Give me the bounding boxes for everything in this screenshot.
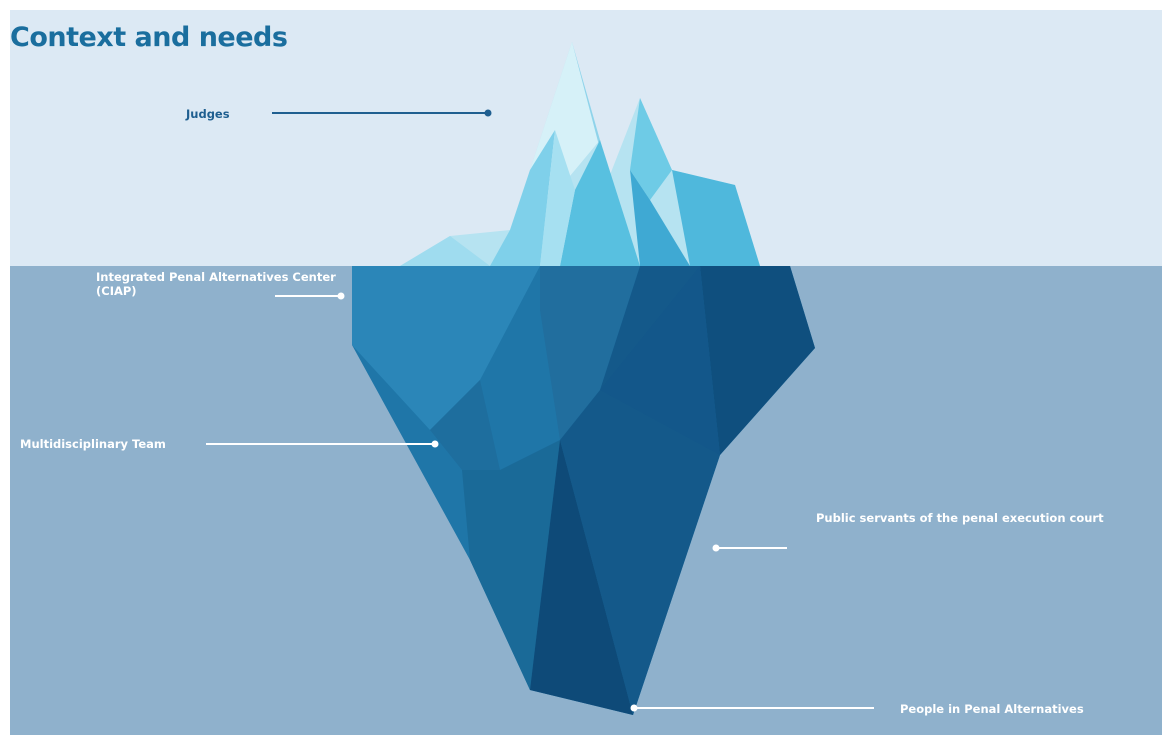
page-title: Context and needs	[10, 22, 288, 53]
callout-judges	[272, 109, 492, 117]
label-ciap: Integrated Penal Alternatives Center (CI…	[96, 270, 336, 298]
callout-ciap	[275, 292, 345, 300]
callout-people	[630, 704, 874, 712]
label-people-in-penal-alternatives: People in Penal Alternatives	[900, 702, 1084, 716]
label-judges: Judges	[186, 107, 230, 121]
callout-team	[206, 440, 439, 448]
label-public-servants: Public servants of the penal execution c…	[816, 511, 1104, 525]
iceberg-tip	[400, 42, 760, 266]
label-multidisciplinary-team: Multidisciplinary Team	[20, 437, 166, 451]
iceberg-submerged	[352, 266, 815, 715]
callout-public-servants	[712, 544, 787, 552]
